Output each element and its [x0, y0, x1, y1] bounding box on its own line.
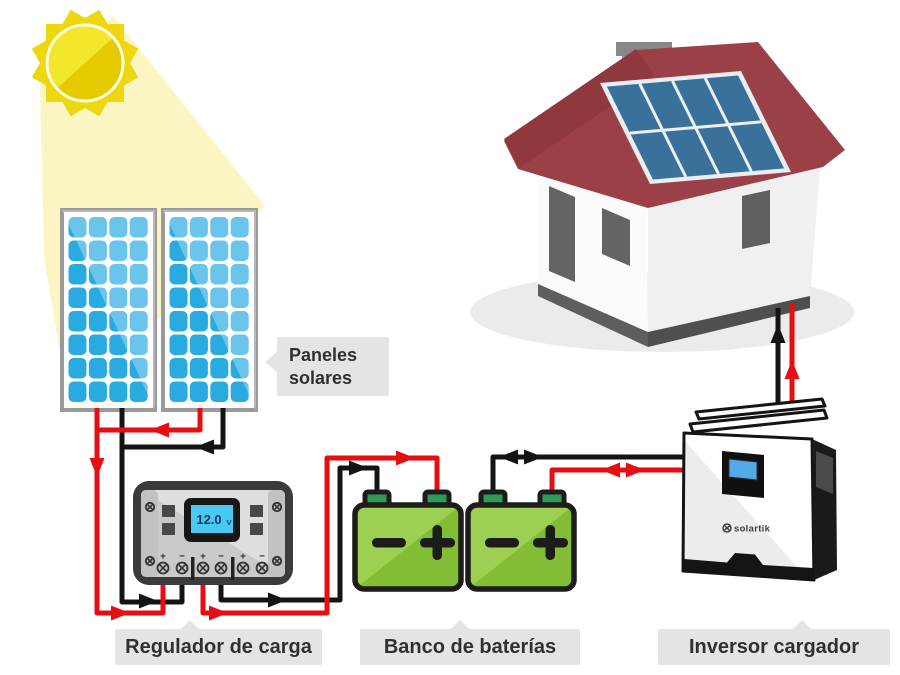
solar-panels [60, 208, 258, 412]
inverter-charger: solartik [681, 397, 837, 582]
lcd-value: 12.0 [196, 512, 221, 527]
house-illustration [470, 42, 854, 352]
wire-battery-inverter-negative [490, 454, 684, 500]
terminal-sign: − [259, 551, 265, 562]
controller-button [162, 505, 175, 517]
terminal-sign: + [160, 551, 166, 562]
wire-panel2-negative [124, 408, 226, 450]
controller-screws [144, 501, 283, 567]
lcd-unit: V [226, 518, 231, 527]
solartik-logo-icon [722, 523, 732, 533]
charge-controller: 12.0 V + − + − + − [133, 481, 293, 585]
terminal-sign: + [240, 551, 246, 562]
controller-button [250, 505, 263, 517]
label-paneles-solares: Paneles solares [277, 337, 389, 396]
label-inversor-cargador: Inversor cargador [658, 629, 890, 665]
controller-button [162, 523, 175, 535]
inverter-brand: solartik [734, 524, 771, 535]
label-regulador-de-carga: Regulador de carga [115, 629, 322, 665]
inverter-lcd [728, 458, 758, 481]
label-banco-de-baterias: Banco de baterías [360, 629, 580, 665]
battery-2 [465, 489, 577, 592]
controller-lcd [191, 505, 233, 533]
wire-controller-battery-negative [218, 465, 380, 603]
wires-negative [119, 308, 781, 605]
sun-icon [31, 9, 139, 117]
battery-minus-symbol [372, 538, 406, 548]
inverter-bottom-band [683, 553, 814, 581]
inverter-vent [816, 451, 833, 494]
wire-controller-battery-positive [200, 455, 440, 616]
terminal-sign: − [179, 551, 185, 562]
terminal-sign: − [218, 551, 224, 562]
house-window-right [742, 190, 770, 249]
callout-tail-panels [265, 351, 278, 373]
battery-bank [352, 489, 577, 592]
roof-solar-array [600, 71, 791, 184]
house-roof-rake [504, 49, 655, 168]
controller-button [250, 523, 263, 535]
wire-panel2-positive [95, 408, 203, 433]
house-base-left [538, 284, 648, 347]
battery-minus-symbol [485, 538, 519, 548]
house-door [549, 186, 575, 282]
battery-1 [352, 489, 464, 592]
wire-arrowheads [89, 324, 800, 621]
controller-terminals [156, 561, 269, 575]
house-base-right [648, 296, 810, 347]
house-window-front [602, 208, 630, 266]
terminal-sign: + [200, 551, 206, 562]
